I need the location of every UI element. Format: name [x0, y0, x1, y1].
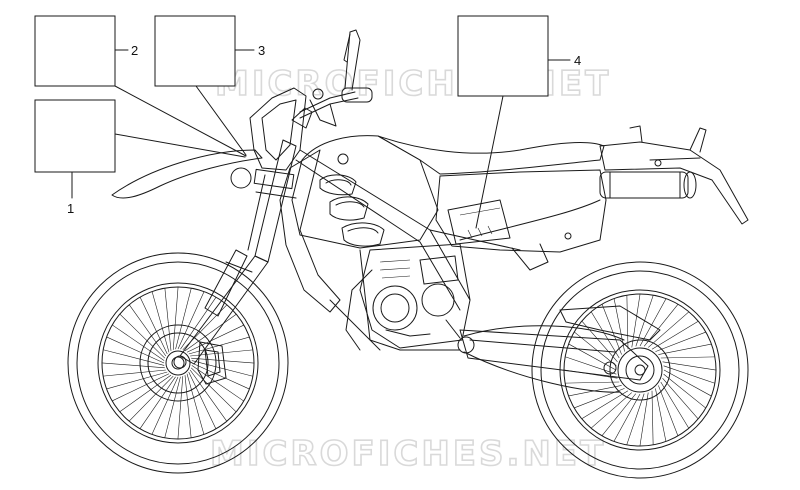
headlight-lens — [230, 167, 252, 189]
wheel-spoke — [191, 357, 255, 364]
callout-box-4[interactable] — [457, 15, 549, 97]
wheel-spoke — [164, 288, 172, 351]
wheel-spoke — [119, 374, 172, 413]
swingarm — [457, 305, 661, 393]
wheel-spoke — [128, 304, 167, 357]
wheel-spoke — [186, 373, 205, 435]
exhaust-muffler — [459, 171, 697, 241]
wheel-spoke — [189, 369, 228, 422]
callout-label-3: 3 — [258, 43, 265, 58]
wheel-spoke — [590, 392, 632, 429]
front-fork — [173, 139, 297, 369]
seat — [377, 135, 605, 175]
wheel-spoke — [191, 360, 253, 377]
wheel-spoke — [106, 336, 165, 364]
frame — [295, 149, 521, 351]
engine — [345, 243, 471, 351]
callout-label-1: 1 — [67, 201, 74, 216]
callout-label-4: 4 — [574, 53, 581, 68]
callout-box-3[interactable] — [154, 15, 236, 87]
wheel-spoke — [119, 313, 166, 359]
wheel-spoke — [106, 371, 168, 390]
wheel-spoke — [663, 365, 715, 384]
wheel-spoke — [184, 313, 237, 352]
wheel-spoke — [190, 367, 237, 413]
wheel-spoke — [565, 381, 620, 384]
watermark-top: MICROFICHES.NET — [215, 64, 611, 104]
wheel-spoke — [639, 298, 667, 347]
wheel-spoke — [177, 376, 184, 440]
wheel-spoke — [662, 378, 699, 420]
wheel-spoke — [568, 343, 617, 371]
wheel-spoke — [590, 311, 620, 359]
wheel-spoke — [101, 362, 165, 369]
wheel-spoke — [180, 297, 217, 350]
wheel-spoke — [164, 376, 181, 438]
wheel-spoke — [186, 324, 244, 353]
wheel-spoke — [565, 356, 617, 375]
fuel-tank — [291, 135, 439, 249]
wheel-spoke — [103, 349, 165, 366]
wheel-spoke — [151, 376, 179, 435]
wheel-spoke — [655, 388, 667, 442]
wheel-spoke — [191, 362, 250, 390]
wheel-spoke — [658, 343, 712, 355]
wheel-spoke — [631, 293, 641, 348]
wheel-spoke — [613, 393, 641, 442]
wheel-spoke — [601, 304, 622, 355]
wheel-spoke — [601, 393, 637, 436]
wheel-spoke — [103, 369, 166, 377]
wheel-spoke — [662, 361, 717, 371]
wheel-spoke — [191, 365, 244, 402]
wheel-spoke — [581, 390, 629, 420]
wheel-spoke — [648, 311, 690, 348]
wheel-spoke — [139, 297, 168, 355]
wheel-spoke — [112, 373, 170, 402]
wheel-spoke — [639, 392, 649, 447]
wheel-spoke — [663, 373, 706, 409]
wheel-spoke — [663, 369, 712, 397]
front-fender — [111, 149, 263, 199]
callout-box-2[interactable] — [34, 15, 116, 87]
wheel-spoke — [184, 375, 192, 438]
rear-fender — [599, 125, 749, 225]
wheel-spoke — [139, 376, 176, 429]
callout-box-1[interactable] — [34, 99, 116, 173]
wheel-spoke — [581, 320, 618, 362]
radiator-shroud — [279, 149, 341, 313]
wheel-spoke — [626, 393, 645, 445]
wheel-spoke — [188, 371, 217, 429]
handlebar — [291, 29, 373, 129]
wheel-spoke — [660, 356, 715, 359]
wheel-spoke — [660, 381, 690, 429]
wheel-spoke — [128, 375, 174, 422]
rear-wheel — [531, 261, 749, 479]
wheel-spoke — [643, 304, 679, 347]
wheel-spoke — [151, 291, 170, 353]
wheel-spoke — [626, 295, 629, 350]
leader-lines — [71, 49, 571, 229]
wheel-spoke — [574, 388, 625, 409]
wheel-spoke — [172, 286, 179, 350]
wheel-spoke — [112, 324, 165, 361]
wheel-spoke — [655, 331, 706, 352]
watermark-bottom: MICROFICHES.NET — [210, 434, 606, 474]
wheel-spoke — [651, 320, 699, 350]
wheel-spoke — [175, 288, 192, 350]
wheel-spoke — [658, 385, 679, 436]
front-wheel — [67, 252, 289, 474]
wheel-spoke — [651, 390, 654, 445]
wheel-spoke — [177, 291, 205, 350]
callout-label-2: 2 — [131, 43, 138, 58]
